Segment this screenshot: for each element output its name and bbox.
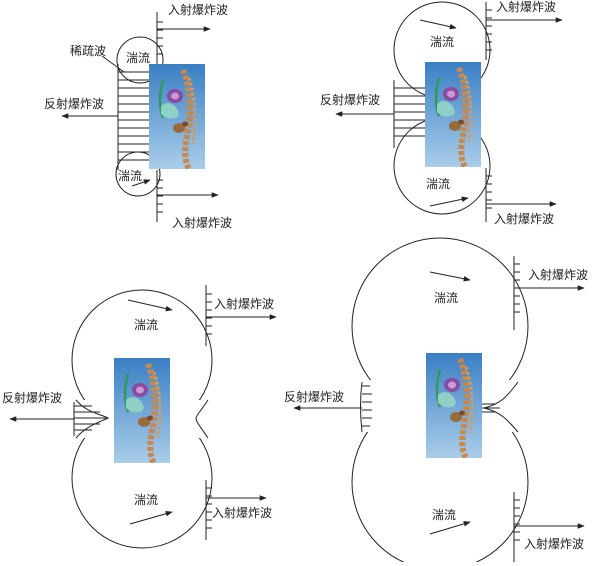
incident-label-2a: 入射爆炸波: [496, 0, 556, 14]
incident-label-3a: 入射爆炸波: [214, 296, 274, 311]
incident-label-1b: 入射爆炸波: [172, 215, 232, 230]
incident-label-2b: 入射爆炸波: [494, 211, 554, 226]
turbulence-label-1b: 湍流: [118, 169, 142, 183]
reflected-label-4: 反射爆炸波: [284, 389, 344, 404]
turbulence-label-2a: 湍流: [430, 35, 454, 49]
torso-image: [425, 62, 481, 167]
panel-initial-impact: 入射爆炸波 入射爆炸波 反射爆炸波 稀疏波 湍流 湍流: [44, 2, 232, 230]
panel-early-expansion: 入射爆炸波 入射爆炸波 反射爆炸波 湍流 湍流: [320, 0, 563, 226]
turbulence-label-3a: 湍流: [134, 318, 158, 332]
reflected-label-1: 反射爆炸波: [44, 96, 104, 111]
turbulence-label-4a: 湍流: [434, 291, 458, 305]
incident-label-4a: 入射爆炸波: [528, 267, 588, 282]
torso-image: [114, 358, 170, 463]
turbulence-label-3b: 湍流: [134, 493, 158, 507]
turbulence-label-1a: 湍流: [126, 51, 150, 65]
turbulence-label-2b: 湍流: [426, 177, 450, 191]
rarefaction-label-1: 稀疏波: [70, 43, 106, 58]
torso-image: [149, 64, 205, 169]
incident-label-3b: 入射爆炸波: [212, 505, 272, 520]
reflected-label-2: 反射爆炸波: [320, 92, 380, 107]
panel-mid-expansion: 入射爆炸波 入射爆炸波 反射爆炸波 湍流 湍流: [2, 285, 277, 549]
turbulence-label-4b: 湍流: [432, 508, 456, 522]
panel-full-expansion: 入射爆炸波 入射爆炸波 反射爆炸波 湍流 湍流: [284, 237, 588, 566]
torso-image: [426, 353, 482, 458]
reflected-label-3: 反射爆炸波: [2, 390, 62, 405]
incident-label-1a: 入射爆炸波: [168, 2, 228, 17]
incident-label-4b: 入射爆炸波: [524, 536, 584, 551]
